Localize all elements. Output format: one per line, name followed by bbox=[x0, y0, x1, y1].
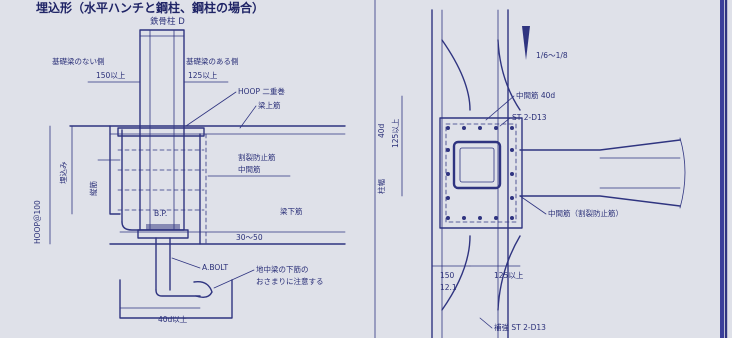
rebar-dot bbox=[494, 216, 498, 220]
hoop-outline bbox=[445, 123, 517, 223]
leader-line bbox=[239, 105, 257, 129]
beam-rebar-label: 梁上筋 bbox=[258, 100, 281, 110]
width-label: 鉄骨柱 D bbox=[150, 16, 185, 27]
steel-tube-section bbox=[452, 140, 502, 190]
pedestal-outline bbox=[439, 117, 523, 229]
rebar-dot bbox=[510, 126, 514, 130]
beam-side-label: 基礎梁のある側 bbox=[186, 56, 239, 66]
left-detail: 鉄骨柱 D 基礎梁のない側 150以上 基礎梁のある側 125以上 HOOP 二… bbox=[33, 16, 346, 324]
rebar-dot bbox=[510, 148, 514, 152]
dim-125-label: 125以上 bbox=[494, 271, 524, 280]
anti-crack-label: 割裂防止筋 bbox=[238, 152, 276, 162]
abolt-label: A.BOLT bbox=[202, 263, 228, 272]
haunch-top-left bbox=[441, 39, 471, 111]
leader-line bbox=[185, 91, 237, 127]
rebar-dots bbox=[446, 126, 514, 220]
rebar-dot bbox=[510, 172, 514, 176]
dim-121-label: 12.1 bbox=[440, 283, 457, 292]
rebar-dot bbox=[462, 216, 466, 220]
slope-marker-icon bbox=[522, 26, 530, 60]
left-dim-1: 40d bbox=[377, 123, 386, 138]
hoop-stirrups bbox=[117, 127, 205, 211]
left-dim-2: 125以上 bbox=[391, 118, 400, 148]
rebar-hook bbox=[193, 281, 213, 299]
note-line-1: 地中梁の下筋の bbox=[256, 264, 309, 274]
no-beam-dim-label: 150以上 bbox=[96, 71, 126, 80]
hoop-vertical-label: HOOP＠100 bbox=[33, 200, 42, 244]
rebar-dot bbox=[446, 172, 450, 176]
beam-break-line bbox=[679, 137, 686, 209]
leader-line bbox=[485, 95, 515, 121]
drawing-title: 埋込形（水平ハンチと鋼柱、鋼柱の場合） bbox=[36, 0, 264, 15]
anchor-bolt-hook bbox=[155, 289, 201, 297]
leader-line bbox=[519, 195, 547, 215]
steel-column bbox=[139, 29, 185, 231]
grout-pad bbox=[146, 224, 180, 230]
st-label: ST 2-D13 bbox=[512, 113, 547, 122]
bp-label: B.P. bbox=[154, 209, 167, 218]
haunch-top-right bbox=[497, 39, 521, 111]
leader-line bbox=[171, 257, 201, 269]
beam-dim-label: 125以上 bbox=[188, 71, 218, 80]
vertical-rebar-hook bbox=[121, 221, 141, 231]
rebar-dot bbox=[494, 126, 498, 130]
leader-line bbox=[479, 317, 493, 329]
haunch-bottom-left bbox=[441, 235, 471, 311]
no-beam-side-label: 基礎梁のない側 bbox=[52, 56, 105, 66]
rebar-dot bbox=[478, 126, 482, 130]
mid-rebar-label: 中間筋 bbox=[238, 164, 261, 174]
rebar-dot bbox=[446, 216, 450, 220]
rebar-dot bbox=[462, 126, 466, 130]
reinforce-st-label: 補強 ST 2-D13 bbox=[494, 322, 546, 332]
leader-line bbox=[213, 269, 255, 289]
mid-rebar-side-label: 中間筋（割裂防止筋） bbox=[548, 208, 623, 218]
slope-label: 1/6～1/8 bbox=[536, 51, 568, 60]
embed-side-label: 埋込み bbox=[58, 161, 68, 184]
hoop bbox=[117, 127, 205, 137]
beam-lower-label: 梁下筋 bbox=[280, 206, 303, 216]
rebar-dot bbox=[478, 216, 482, 220]
dim-150-label: 150 bbox=[440, 271, 455, 280]
embed-depth-label: 40d以上 bbox=[158, 315, 188, 324]
rebar-dot bbox=[510, 216, 514, 220]
right-detail: 1/6～1/8 bbox=[376, 9, 686, 338]
dim-30-50-label: 30～50 bbox=[236, 233, 263, 242]
rebar-dot bbox=[446, 126, 450, 130]
rebar-dot bbox=[446, 148, 450, 152]
haunch-bottom-right bbox=[497, 235, 521, 311]
rebar-vertical-label: 縦筋 bbox=[88, 181, 98, 196]
hoop-label: HOOP 二重巻 bbox=[238, 86, 285, 96]
left-dim-3: 柱幅 bbox=[376, 179, 386, 194]
base-plate bbox=[137, 229, 189, 239]
beam-bottom-edge bbox=[519, 195, 681, 207]
steel-tube-inner bbox=[459, 147, 495, 183]
note-line-2: おさまりに注意する bbox=[256, 276, 324, 286]
rebar-dot bbox=[446, 196, 450, 200]
rebar-dot bbox=[510, 196, 514, 200]
foundation-base bbox=[119, 279, 233, 319]
leader-line bbox=[499, 117, 511, 127]
beam-top-edge bbox=[519, 139, 681, 151]
mid-rebar-label: 中間筋 40d bbox=[516, 90, 555, 100]
footing-outline bbox=[69, 125, 121, 215]
